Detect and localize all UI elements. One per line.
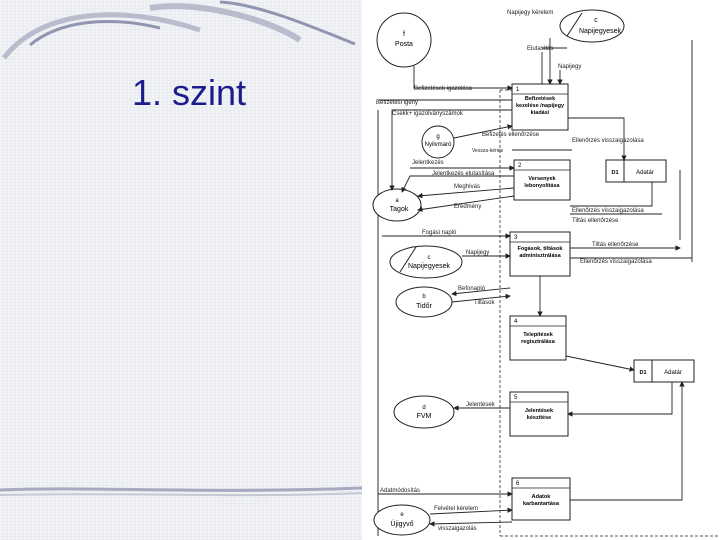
store-id: D1 [639, 370, 646, 376]
process-title: Telepítések regisztrálása [521, 332, 555, 345]
flow-label: Befizetési igény [376, 100, 418, 106]
entity-napijegyesek-mid: c Napijegyesek [389, 245, 463, 279]
store-name: Adatár [636, 170, 654, 176]
entity-name: Újigyvő [391, 519, 414, 528]
entity-name: Napijegyesek [579, 28, 622, 35]
flow-label: Jelentések [466, 402, 496, 408]
flow-label: Meghívás [454, 184, 480, 190]
process-number: 6 [516, 481, 520, 487]
process-6: 6 Adatok karbantartása [511, 477, 571, 521]
entity-name: Tidőr [416, 303, 432, 310]
entity-id: b [422, 294, 426, 300]
process-5: 5 Jelentések készítése [509, 391, 569, 437]
entity-id: c [428, 255, 431, 261]
flow-label: Befizetések igazolása [414, 86, 473, 92]
flow-label: Ellenőrzés visszaigazolása [580, 259, 652, 265]
entity-name: Napijegyesek [408, 263, 451, 270]
process-title: Fogások, tiltások adminisztrálása [517, 246, 563, 259]
process-number: 4 [514, 319, 518, 325]
flow-label: visszaigazolás [438, 526, 477, 532]
entity-id: e [400, 512, 404, 518]
process-1: 1 Befizetések kezelése /napijegy kiadás/ [511, 83, 569, 131]
entity-posta: f Posta [376, 12, 432, 68]
entity-id: a [395, 198, 399, 204]
entity-napijegyesek-top: c Napijegyesek [559, 9, 625, 43]
flow-label: Ellenőrzés visszaigazolása [572, 138, 644, 144]
flow-label: Befonapló [458, 286, 486, 292]
dfd-diagram: f Posta c Napijegyesek g Nyilvmaró a Tag… [372, 9, 718, 537]
entity-name: FVM [417, 413, 432, 420]
process-number: 2 [518, 163, 522, 169]
entity-nyilvmaro: g Nyilvmaró [421, 125, 455, 159]
flow-label: Napijegy [466, 250, 489, 256]
flow-label: Tiltás ellenőrzése [572, 218, 619, 224]
slide-title: 1. szint [132, 72, 247, 113]
entity-id: f [403, 31, 405, 38]
process-title: Versenyek lebonyolítása [524, 176, 560, 189]
process-number: 5 [514, 395, 518, 401]
flow-lines [378, 38, 692, 527]
flow-label: Tiltás ellenőrzése [592, 242, 639, 248]
process-title: Befizetések kezelése /napijegy kiadás/ [516, 96, 564, 116]
flow-label: Fogási napló [422, 230, 457, 236]
process-3: 3 Fogások, tiltások adminisztrálása [509, 231, 571, 277]
process-2: 2 Versenyek lebonyolítása [513, 159, 571, 201]
process-4: 4 Telepítések regisztrálása [509, 315, 567, 361]
flow-label: Vessza-kéries [472, 148, 504, 154]
decorative-bottom-swoosh [0, 486, 362, 497]
flow-label: Jelentkezés elutasítása [432, 171, 495, 177]
flow-label: Felvétel kérelem [434, 506, 478, 512]
entity-tagok: a Tagok [372, 188, 422, 222]
entity-ujigyvo: e Újigyvő [373, 504, 431, 536]
data-store-lower: D1 Adatár [633, 359, 695, 383]
flow-label: Adatmódosítás [380, 488, 420, 494]
entity-name: Tagok [390, 206, 409, 213]
flow-label: Jelentkezés [412, 160, 444, 166]
flow-label: Napijegy [558, 64, 581, 70]
flow-label: Ellenőrzés visszaigazolása [572, 208, 644, 214]
store-name: Adatár [664, 370, 682, 376]
process-title: Adatok karbantartása [522, 494, 560, 507]
process-title: Jelentések készítése [524, 408, 554, 421]
flow-label: Elutasítás [527, 46, 553, 52]
flow-labels: Napijegy kérelem Elutasítás Napijegy Bef… [376, 10, 652, 532]
data-store-upper: D1 Adatár [605, 159, 667, 183]
entity-name: Posta [395, 41, 413, 48]
flow-label: Befizetés ellenőrzése [482, 132, 540, 138]
flow-label: Napijegy kérelem [507, 10, 553, 16]
decorative-swooshes [2, 0, 356, 60]
entity-id: c [594, 17, 598, 24]
flow-label: Eredmény [454, 204, 481, 210]
entity-id: d [422, 405, 425, 411]
flow-label: Tiltások [474, 300, 495, 306]
dfd-panel: f Posta c Napijegyesek g Nyilvmaró a Tag… [362, 0, 720, 540]
flow-label: Csekk+ igazolványszámok [392, 111, 464, 117]
entity-fvm: d FVM [393, 395, 455, 429]
entity-tidor: b Tidőr [395, 286, 453, 318]
entity-name: Nyilvmaró [425, 142, 452, 148]
entity-id: g [436, 134, 439, 140]
process-number: 3 [514, 235, 518, 241]
store-id: D1 [611, 170, 618, 176]
process-number: 1 [516, 87, 520, 93]
